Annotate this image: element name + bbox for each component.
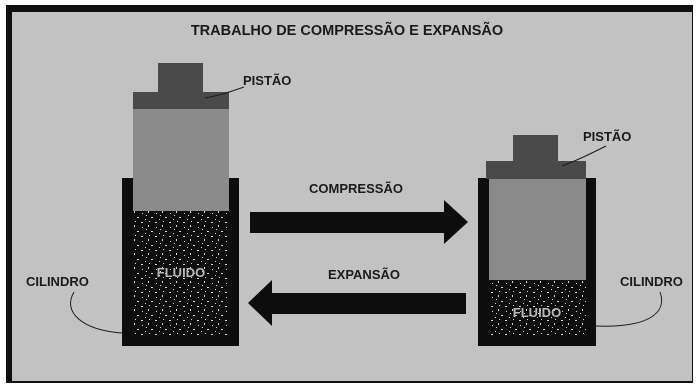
- left-piston-leader: [204, 86, 245, 99]
- expansion-label: EXPANSÃO: [328, 267, 400, 282]
- right-cylinder-assembly: FLUIDO PISTÃO CILINDRO: [478, 129, 683, 346]
- left-fluid: [133, 211, 229, 335]
- right-piston-rod: [513, 135, 558, 161]
- left-fluid-label: FLUIDO: [157, 265, 205, 280]
- expansion-arrow: EXPANSÃO: [248, 267, 466, 326]
- compression-label: COMPRESSÃO: [309, 181, 403, 196]
- left-piston-rod: [158, 63, 203, 92]
- right-fluid: [489, 280, 586, 336]
- frame-top-border: [6, 5, 693, 12]
- left-piston-body: [133, 109, 229, 211]
- right-piston-head: [486, 161, 586, 179]
- compression-arrow: COMPRESSÃO: [250, 181, 468, 244]
- right-cylinder-leader: [595, 291, 663, 327]
- left-piston-label: PISTÃO: [243, 73, 291, 88]
- diagram-title: TRABALHO DE COMPRESSÃO E EXPANSÃO: [191, 21, 503, 39]
- left-cylinder-leader: [70, 291, 123, 334]
- right-piston-label: PISTÃO: [583, 129, 631, 144]
- right-fluid-label: FLUIDO: [513, 305, 561, 320]
- frame-left-border: [6, 5, 12, 383]
- left-cylinder-label: CILINDRO: [26, 274, 89, 289]
- left-piston-head: [133, 92, 229, 109]
- right-piston-leader: [561, 145, 607, 167]
- frame-bottom-border: [6, 381, 693, 383]
- left-cylinder-assembly: FLUIDO PISTÃO CILINDRO: [26, 63, 291, 346]
- right-piston-body: [489, 179, 586, 280]
- right-cylinder-label: CILINDRO: [620, 274, 683, 289]
